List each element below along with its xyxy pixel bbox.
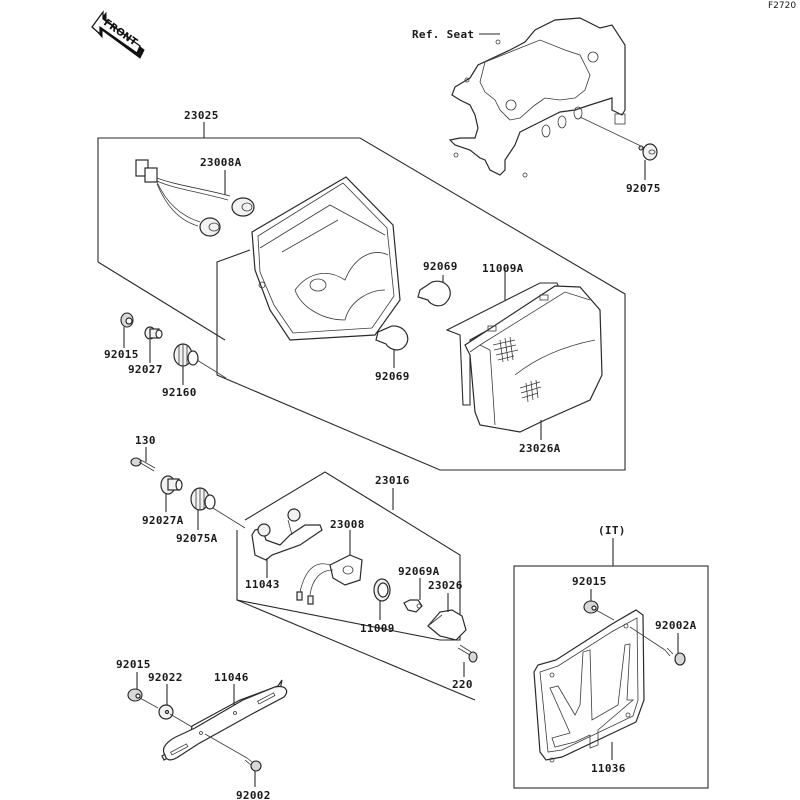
label-23026A: 23026A (519, 442, 561, 455)
part-92002-bolt (204, 733, 262, 787)
label-ref-seat: Ref. Seat (412, 28, 474, 41)
label-92075: 92075 (626, 182, 661, 195)
part-92027A-collar (160, 475, 183, 512)
assembly-outline-23025 (97, 137, 626, 471)
label-92015-c: 92015 (572, 575, 607, 588)
label-23008A: 23008A (200, 156, 242, 169)
label-92002A: 92002A (655, 619, 697, 632)
label-23016: 23016 (375, 474, 410, 487)
part-92160-grommet (173, 343, 227, 385)
part-92015-nut-b (127, 672, 159, 709)
label-92022: 92022 (148, 671, 183, 684)
label-11036: 11036 (591, 762, 626, 775)
label-92075A: 92075A (176, 532, 218, 545)
label-11046: 11046 (214, 671, 249, 684)
assembly-outline-23025-lower (97, 261, 226, 341)
label-11009: 11009 (360, 622, 395, 635)
part-tail-lamp-housing (251, 176, 401, 341)
seat-bracket (448, 17, 626, 178)
part-11043-bracket (251, 508, 323, 578)
label-130: 130 (135, 434, 156, 447)
part-92022-washer (158, 684, 193, 728)
part-92069-bulb-top (417, 275, 451, 307)
label-92069-top: 92069 (423, 260, 458, 273)
label-92015-b: 92015 (116, 658, 151, 671)
figure-id: F2720 (768, 1, 796, 11)
variant-box-it (513, 565, 709, 789)
part-11009A-gasket (445, 268, 561, 406)
part-11046-bracket (161, 679, 288, 761)
part-220-screw (457, 644, 478, 677)
label-92160: 92160 (162, 386, 197, 399)
part-92015-nut-a (120, 312, 134, 348)
part-92002A-bolt (629, 626, 686, 666)
part-23026-lens (427, 593, 467, 641)
label-92015-a: 92015 (104, 348, 139, 361)
label-92069-bottom: 92069 (375, 370, 410, 383)
label-23026: 23026 (428, 579, 463, 592)
part-92027-collar (144, 326, 163, 363)
part-11036-plate (533, 609, 645, 763)
label-92027: 92027 (128, 363, 163, 376)
part-92069-bulb-bottom (375, 325, 409, 368)
part-92015-nut-c (583, 589, 615, 621)
label-92002: 92002 (236, 789, 271, 800)
label-92069A: 92069A (398, 565, 440, 578)
assembly-outline-23016-lower (236, 599, 476, 701)
part-92069A-bulb (403, 578, 423, 613)
part-130-bolt (130, 447, 156, 472)
label-23008: 23008 (330, 518, 365, 531)
part-23008-socket (296, 530, 363, 605)
label-92027A: 92027A (142, 514, 184, 527)
label-11043: 11043 (245, 578, 280, 591)
part-92075 (579, 116, 658, 180)
part-23008A-harness (135, 159, 255, 237)
label-220: 220 (452, 678, 473, 691)
part-23026A-lens (464, 285, 603, 440)
front-arrow-icon: FRONT (91, 10, 145, 59)
label-variant-it: (IT) (598, 524, 626, 537)
part-92075A-grommet (190, 487, 246, 530)
label-23025: 23025 (184, 109, 219, 122)
label-11009A: 11009A (482, 262, 524, 275)
part-11009-gasket (373, 578, 391, 620)
